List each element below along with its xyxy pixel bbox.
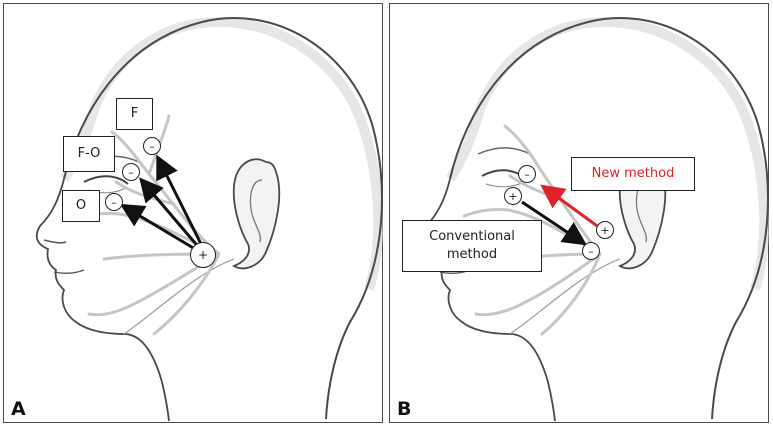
electrode-minus-conventional: –	[582, 242, 600, 260]
panel-letter-b: B	[397, 398, 412, 420]
head-outline	[449, 17, 769, 420]
new-method-arrow	[540, 184, 601, 230]
arrow-to-f	[156, 154, 206, 251]
ear	[231, 158, 281, 270]
label-f-o: F-O	[63, 136, 115, 172]
electrode-plus-conventional: +	[504, 187, 522, 205]
electrode-minus-f: –	[143, 137, 161, 155]
arrow-to-f-o	[139, 177, 203, 251]
panel-a: F F-O O – – – + A	[3, 3, 384, 423]
arrow-to-o	[119, 203, 201, 254]
label-o: O	[62, 190, 100, 222]
electrode-minus-o: –	[105, 193, 123, 211]
face-profile	[35, 178, 170, 422]
electrode-plus-new: +	[596, 221, 614, 239]
label-conventional-method: Conventional method	[402, 220, 542, 272]
head-illustration-a	[35, 16, 384, 422]
panel-b: New method Conventional method – + + – B	[389, 3, 770, 423]
stimulation-arrows-a	[119, 154, 206, 254]
head-illustration-b	[421, 16, 770, 422]
electrode-minus-f-o: –	[122, 163, 140, 181]
conventional-method-arrow	[521, 200, 587, 246]
electrode-plus: +	[190, 242, 216, 268]
label-new-method: New method	[571, 157, 695, 191]
head-outline	[63, 17, 383, 420]
eye	[83, 175, 129, 185]
panel-letter-a: A	[11, 398, 26, 420]
electrode-minus-new: –	[518, 165, 536, 183]
face-profile	[421, 178, 556, 422]
label-f: F	[116, 98, 153, 130]
